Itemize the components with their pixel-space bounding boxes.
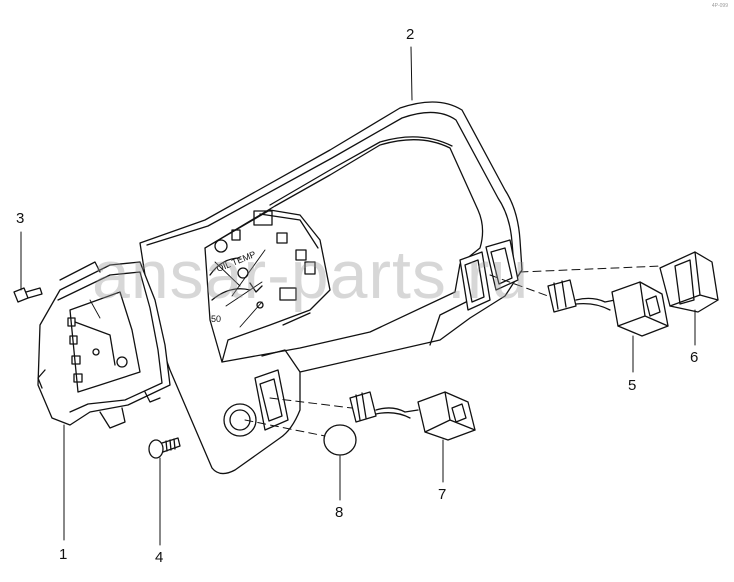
callout-2: 2 [406, 26, 415, 43]
switch-part-7 [349, 391, 476, 441]
alignment-lines [244, 265, 663, 437]
hole-plug [323, 424, 357, 456]
gauge-housing [37, 261, 171, 429]
leader-lines [20, 46, 696, 546]
switch-part-5 [547, 279, 669, 337]
corner-note: 4P-099 [711, 3, 728, 9]
callout-5: 5 [628, 377, 637, 394]
callout-8: 8 [335, 504, 344, 521]
screw-part-3 [13, 287, 43, 303]
callout-3: 3 [16, 210, 25, 227]
instrument-bezel: OIL TEMP 50 [139, 101, 523, 475]
callout-7: 7 [438, 486, 447, 503]
callout-4: 4 [155, 549, 164, 566]
switch-part-6 [659, 251, 719, 313]
screw-part-4 [148, 437, 181, 459]
callout-1: 1 [59, 546, 68, 563]
speed-50-label: 50 [211, 314, 221, 324]
callout-6: 6 [690, 349, 699, 366]
